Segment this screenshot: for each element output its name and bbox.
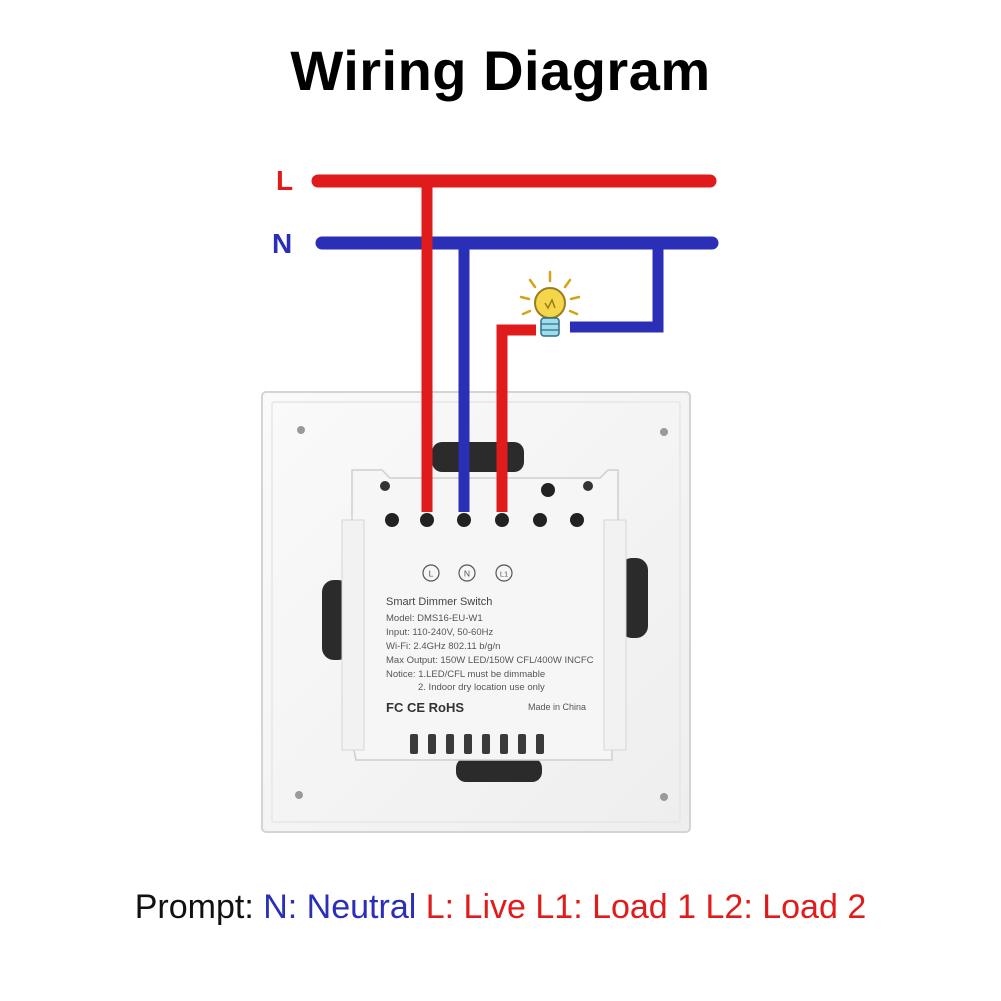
certification-marks: FC CE RoHS	[386, 700, 464, 715]
live-wire-label: L	[276, 165, 294, 196]
prompt-neutral: N: Neutral	[263, 888, 417, 926]
plate-screw-hole	[660, 428, 668, 436]
dimmer-module-body	[341, 469, 627, 761]
module-model: Model: DMS16-EU-W1	[386, 613, 483, 624]
terminal-hole-neutral	[457, 513, 471, 527]
right-mounting-clip	[620, 558, 648, 638]
plate-screw-hole	[295, 791, 303, 799]
terminal-label-L1: L1	[500, 570, 508, 579]
neutral-wire-label: N	[272, 228, 293, 259]
top-mounting-clip	[432, 442, 524, 472]
wires	[311, 174, 719, 512]
module-wifi: Wi-Fi: 2.4GHz 802.11 b/g/n	[386, 641, 500, 652]
prompt-legend: Prompt: N: Neutral L: Live L1: Load 1 L2…	[0, 888, 1001, 927]
light-bulb-icon	[519, 270, 581, 337]
prompt-prefix: Prompt:	[134, 888, 264, 926]
made-in-label: Made in China	[528, 702, 586, 712]
module-notice-2: 2. Indoor dry location use only	[418, 682, 545, 693]
terminal-label-L: L	[429, 569, 434, 579]
terminal-hole	[570, 513, 584, 527]
terminal-label-N: N	[464, 569, 470, 579]
module-input: Input: 110-240V, 50-60Hz	[386, 627, 493, 638]
module-spec-label: Smart Dimmer Switch Model: DMS16-EU-W1 I…	[386, 596, 594, 715]
module-notice-1: Notice: 1.LED/CFL must be dimmable	[386, 669, 545, 680]
module-max-output: Max Output: 150W LED/150W CFL/400W INCFC	[386, 655, 594, 666]
lamp-neutral-wire	[570, 243, 664, 333]
plate-screw-hole	[660, 793, 668, 801]
prompt-live-loads: L: Live L1: Load 1 L2: Load 2	[425, 888, 867, 926]
module-vents	[410, 734, 544, 754]
plate-screw-hole	[297, 426, 305, 434]
terminal-hole-live	[420, 513, 434, 527]
terminal-markers: L N L1	[422, 564, 513, 582]
page-title: Wiring Diagram	[290, 39, 711, 102]
terminal-hole	[385, 513, 399, 527]
bottom-mounting-clip	[456, 758, 542, 782]
terminal-hole	[533, 513, 547, 527]
module-name: Smart Dimmer Switch	[386, 596, 492, 608]
terminal-hole-load	[495, 513, 509, 527]
load-wire	[496, 324, 536, 512]
